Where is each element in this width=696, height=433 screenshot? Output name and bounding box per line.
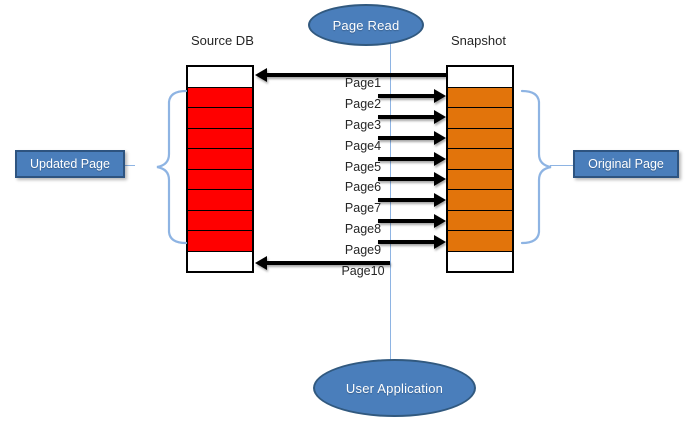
page-label: Page4 [344, 138, 382, 153]
page-label: Page6 [344, 180, 382, 195]
brace-right [520, 89, 552, 245]
leader-line-right [550, 165, 574, 166]
page-label: Page5 [344, 159, 382, 174]
source-db-row [188, 128, 252, 149]
snapshot-row [448, 169, 512, 190]
page-label: Page8 [344, 222, 382, 236]
snapshot-row [448, 251, 512, 271]
source-db-row [188, 108, 252, 129]
table-source-db [186, 65, 254, 273]
arrow-page9 [378, 234, 446, 249]
table-snapshot [446, 65, 514, 273]
snapshot-row [448, 87, 512, 108]
snapshot-row [448, 128, 512, 149]
callout-updated-page[interactable]: Updated Page [15, 150, 125, 178]
arrow-page8 [378, 214, 446, 228]
connector-line-top [390, 44, 391, 68]
snapshot-row [448, 231, 512, 252]
page-label: Page9 [344, 242, 382, 257]
arrow-page10 [255, 255, 390, 270]
arrow-page1 [255, 68, 446, 83]
column-header-source-db: Source DB [191, 33, 254, 48]
callout-original-page[interactable]: Original Page [573, 150, 679, 178]
source-db-row [188, 231, 252, 252]
page-label: Page7 [344, 201, 382, 216]
source-db-row [188, 169, 252, 190]
column-header-snapshot: Snapshot [451, 33, 506, 48]
node-page-read[interactable]: Page Read [308, 4, 424, 46]
brace-left [156, 89, 188, 245]
source-db-row [188, 190, 252, 211]
source-db-row [188, 210, 252, 231]
connector-line-bottom [390, 260, 391, 362]
leader-line-left [124, 165, 135, 166]
snapshot-row [448, 67, 512, 88]
source-db-row [188, 87, 252, 108]
arrow-page5 [378, 151, 446, 166]
arrow-page6 [378, 172, 446, 187]
arrow-page2 [378, 89, 446, 104]
snapshot-row [448, 190, 512, 211]
snapshot-row [448, 108, 512, 129]
source-db-row [188, 67, 252, 88]
source-db-row [188, 149, 252, 170]
connector-line-middle [390, 68, 391, 268]
arrow-page3 [378, 110, 446, 124]
node-user-application[interactable]: User Application [313, 359, 476, 417]
page-label: Page10 [341, 263, 385, 278]
page-label: Page1 [344, 76, 382, 91]
snapshot-row [448, 149, 512, 170]
source-db-row [188, 251, 252, 271]
page-label: Page3 [344, 118, 382, 132]
arrow-page4 [378, 130, 446, 145]
arrow-page7 [378, 193, 446, 208]
page-label: Page2 [344, 97, 382, 112]
snapshot-row [448, 210, 512, 231]
